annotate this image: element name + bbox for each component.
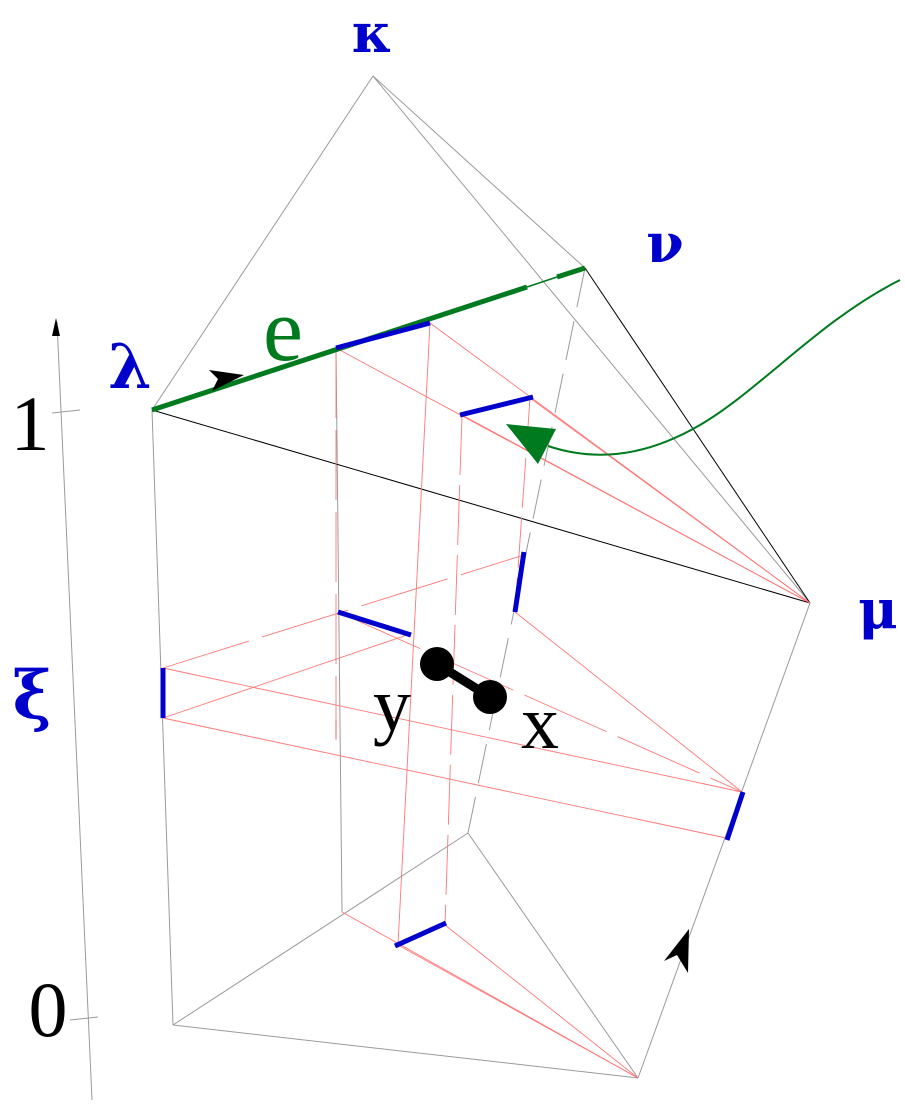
dark-edges xyxy=(151,267,811,604)
xi-axis xyxy=(51,318,99,1101)
label-nu: ν xyxy=(646,211,683,275)
black-arrows xyxy=(209,370,689,973)
label-kappa: κ xyxy=(352,1,392,65)
tick-label-zero: 0 xyxy=(29,966,68,1053)
label-lambda: λ xyxy=(108,330,151,403)
label-xi: ξ xyxy=(12,656,51,734)
dumbbell-icon xyxy=(420,647,507,714)
gray-edges xyxy=(151,75,811,1079)
tick-one xyxy=(51,409,81,414)
tick-label-one: 1 xyxy=(11,380,50,467)
axis-arrow-icon xyxy=(52,318,60,336)
arrow-head-icon xyxy=(664,929,689,973)
label-y: y xyxy=(373,663,411,747)
label-x: x xyxy=(521,681,559,765)
arrow-head-icon xyxy=(209,370,244,391)
label-e: e xyxy=(263,281,303,380)
blue-segments xyxy=(160,320,746,949)
label-mu: μ xyxy=(858,577,898,641)
green-arrow-icon xyxy=(506,424,556,464)
green-curve xyxy=(547,279,901,456)
tick-zero xyxy=(69,1016,99,1021)
